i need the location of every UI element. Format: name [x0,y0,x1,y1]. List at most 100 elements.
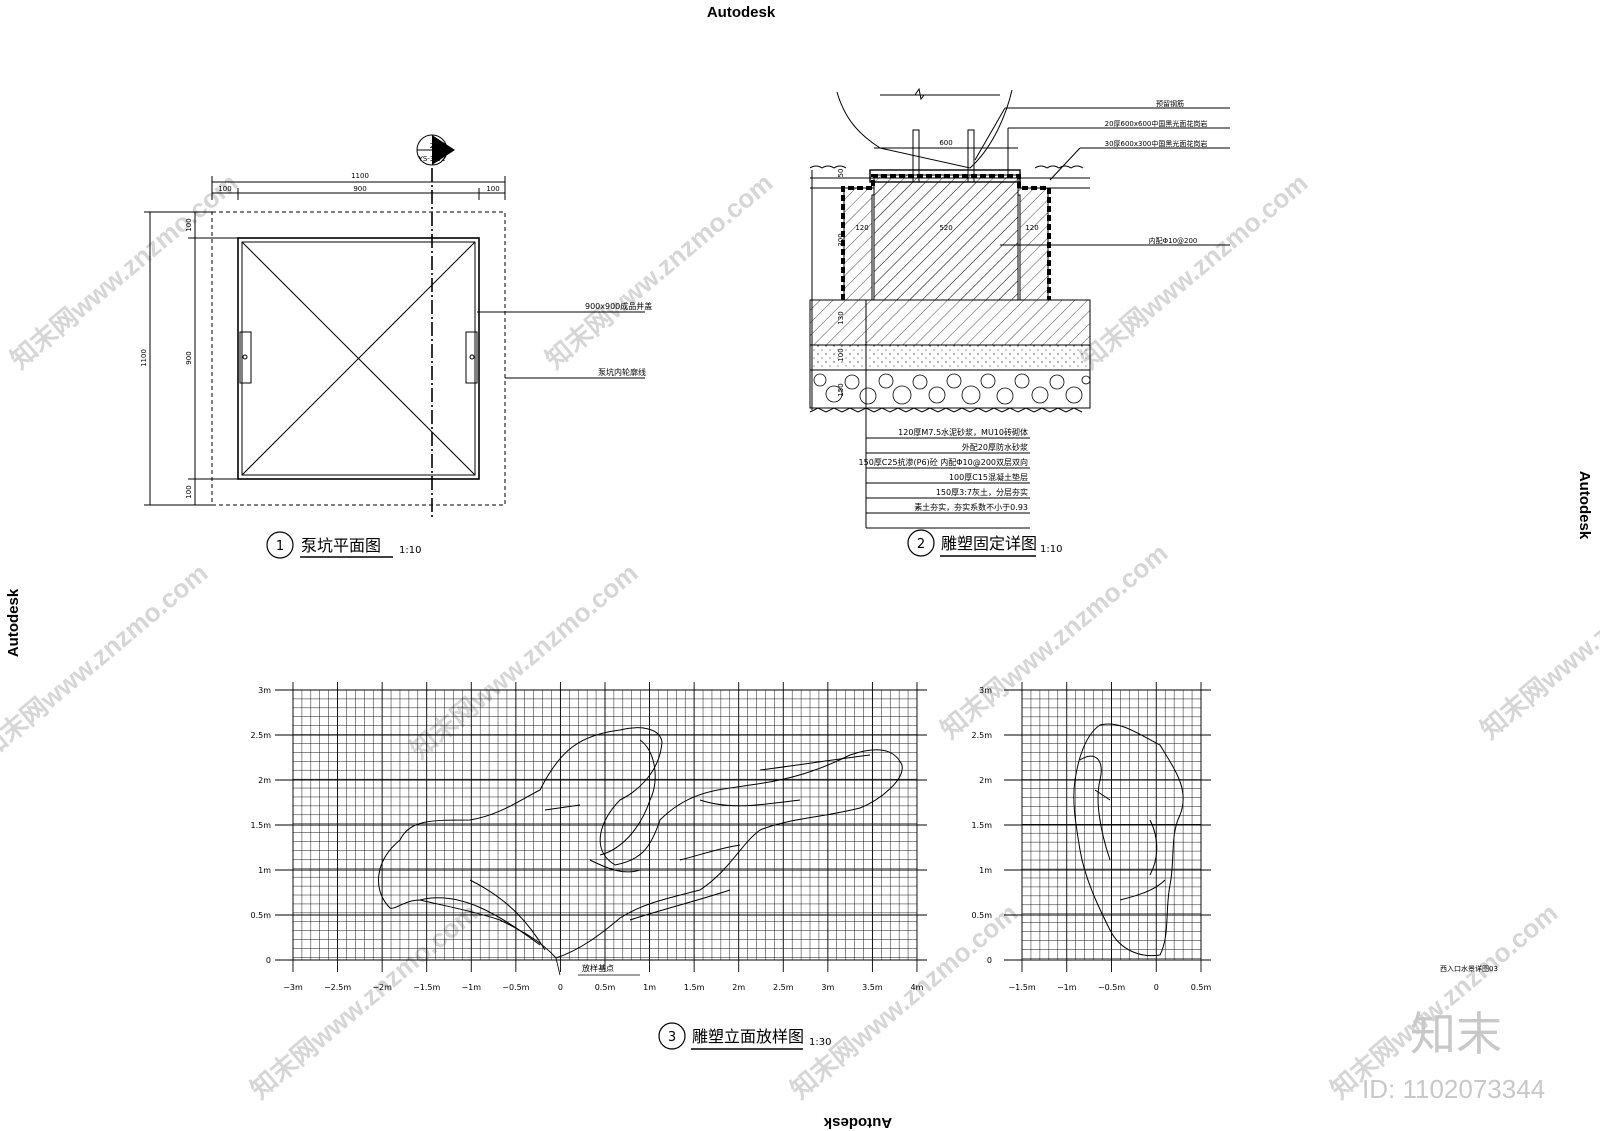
x-tick-label: −0.5m [1098,983,1125,992]
section-reference: YS-3.02 [418,155,446,163]
watermark-text: 知末网www.znzmo.com [935,537,1174,744]
y-tick-label: 3m [258,686,271,695]
autodesk-top-label: Autodesk [707,4,776,21]
x-tick-label: −2m [372,983,392,992]
dim-text: 600 [939,139,952,147]
autodesk-left-label: Autodesk [5,588,22,657]
x-tick-label: 3.5m [862,983,883,992]
sculpture-fixing-detail [809,87,1230,529]
section-number: 2 [430,142,434,150]
x-tick-label: 0.5m [595,983,616,992]
layer-note-1: 120厚M7.5水泥砂浆，MU10砖砌体 [898,427,1028,437]
note-granite-1: 20厚600x600中国黑光面花岗岩 [1105,119,1208,128]
dim-text: 1100 [351,172,369,180]
dim-text: 100 [218,185,231,193]
elevation-title: 雕塑立面放样图 [692,1027,804,1046]
x-tick-label: 0 [558,983,563,992]
handle-left [239,331,252,384]
watermark-text: 知末网www.znzmo.com [785,897,1024,1104]
plan-scale: 1:10 [399,545,421,556]
dim-text: 1100 [140,349,148,367]
y-tick-label: 0 [266,956,271,965]
layer-note-5: 150厚3:7灰土，分层夯实 [936,487,1028,497]
callout-cover: 900x900成品井盖 [585,301,652,311]
note-inner-rebar: 内配Φ10@200 [1149,236,1198,245]
sculpture-outline-side [1073,723,1184,957]
x-tick-label: 1m [643,983,656,992]
x-tick-label: 2m [732,983,745,992]
base-point-label: 放样基点 [582,963,614,973]
watermark-layer: 知末网www.znzmo.com 知末网www.znzmo.com 知末网www… [0,167,1600,1104]
watermark-text: 知末网www.znzmo.com [405,557,644,764]
autodesk-right-label: Autodesk [1576,471,1593,540]
dim-text: 100 [837,348,845,361]
x-tick-label: 4m [911,983,924,992]
watermark-text: 知末网www.znzmo.com [540,167,779,374]
x-tick-label: −3m [283,983,303,992]
title-number: 2 [917,537,925,552]
brand-id-text: ID: 1102073344 [1362,1074,1545,1104]
y-tick-label: 1.5m [250,821,271,830]
x-tick-label: 3m [821,983,834,992]
handle-right [465,331,478,384]
x-tick-label: 1.5m [684,983,705,992]
plan-title: 泵坑平面图 [301,536,381,555]
x-tick-label: 0.5m [1191,983,1212,992]
y-tick-label: 2.5m [250,731,271,740]
detail-title: 雕塑固定详图 [941,534,1037,553]
handle-bolt [242,354,248,360]
y-tick-label: 1.5m [971,821,992,830]
x-tick-label: −1m [461,983,481,992]
x-tick-label: −0.5m [502,983,529,992]
dim-text: 100 [486,185,499,193]
y-tick-label: 2m [258,776,271,785]
x-tick-label: 0 [1154,983,1159,992]
x-tick-label: −1m [1057,983,1077,992]
note-rebar: 预留钢筋 [1156,99,1184,108]
dim-text: 130 [837,311,845,324]
detail-title-block: 2 雕塑固定详图 1:10 [907,529,1062,557]
dim-text: 520 [939,224,952,232]
watermark-text: 知末网www.znzmo.com [245,897,484,1104]
watermark-text: 知末网www.znzmo.com [1075,167,1314,374]
dim-text: 100 [185,485,193,498]
y-tick-label: 1m [979,866,992,875]
y-tick-label: 1m [258,866,271,875]
handle-bolt [469,354,475,360]
layer-note-4: 100厚C15混凝土垫层 [949,472,1028,482]
watermark-text: 知末网www.znzmo.com [5,167,244,374]
autodesk-bottom-label: Autodesk [823,1114,892,1131]
layer-note-6: 素土夯实，夯实系数不小于0.93 [914,502,1028,512]
note-granite-2: 30厚600x300中国黑光面花岗岩 [1105,139,1208,148]
sheet-note: 西入口水景详图03 [1440,964,1498,973]
manhole-cover-outer [237,237,480,480]
pump-pit-plan [144,134,645,520]
section-arrow [432,135,455,165]
x-tick-label: −2.5m [324,983,351,992]
dim-text: 120 [1025,224,1038,232]
sculpture-outline-front [378,727,903,959]
sculpture-base-outline [836,89,1013,169]
y-tick-label: 2m [979,776,992,785]
title-number: 3 [668,1030,676,1045]
pit-outline-dashed [211,211,506,506]
elevation-scale: 1:30 [809,1037,831,1048]
y-tick-label: 0.5m [250,911,271,920]
x-tick-label: 2.5m [773,983,794,992]
manhole-cover-inner [241,241,476,476]
dim-text: 900 [353,185,366,193]
elevation-title-block: 3 雕塑立面放样图 1:30 [658,1022,831,1050]
watermark-text: 知末网www.znzmo.com [0,557,213,764]
dim-text: 900 [185,351,193,364]
dim-text: 50 [837,169,845,178]
callout-outline: 泵坑内轮廓线 [598,367,646,377]
y-tick-label: 3m [979,686,992,695]
dim-text: 100 [185,218,193,231]
detail-scale: 1:10 [1040,544,1062,555]
y-tick-label: 0.5m [971,911,992,920]
cover-diagonal [241,241,476,476]
layer-note-2: 外配20厚防水砂浆 [962,442,1028,452]
title-number: 1 [276,539,284,554]
